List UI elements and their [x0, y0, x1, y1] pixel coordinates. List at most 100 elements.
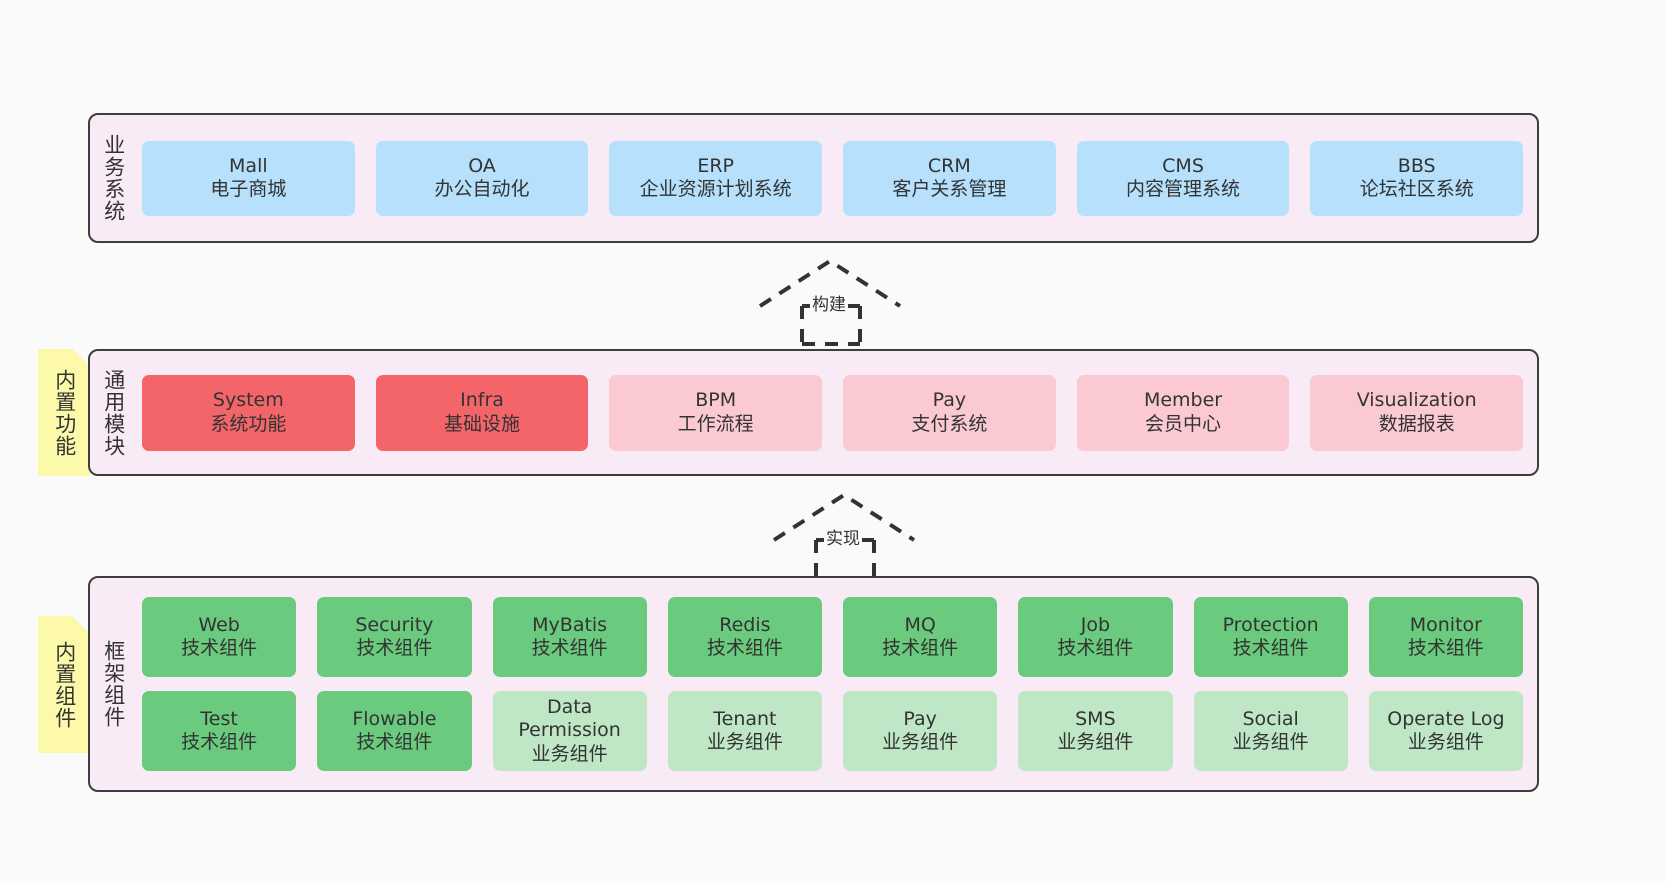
arrow-implement: 实现: [766, 490, 926, 580]
card-title: Protection: [1222, 613, 1319, 636]
card-title: Pay: [932, 389, 967, 412]
layer-body-common-modules: System 系统功能 Infra 基础设施 BPM 工作流程 Pay 支付系统…: [136, 351, 1537, 474]
card-title: ERP: [697, 154, 735, 177]
card-tenant[interactable]: Tenant 业务组件: [667, 691, 822, 771]
card-mybatis[interactable]: MyBatis 技术组件: [492, 597, 647, 677]
card-title: Security: [355, 613, 434, 636]
card-subtitle: 业务组件: [1407, 731, 1484, 753]
note-builtin-function: 内置功能: [38, 349, 90, 476]
layer-label-business-system: 业务系统: [101, 134, 126, 222]
layer-body-framework-components: Web 技术组件 Security 技术组件 MyBatis 技术组件 Redi…: [136, 578, 1537, 790]
card-visualization[interactable]: Visualization 数据报表: [1310, 374, 1524, 451]
arrow-implement-label: 实现: [824, 524, 862, 549]
card-pay-module[interactable]: Pay 支付系统: [843, 374, 1056, 451]
card-title: OA: [468, 154, 496, 177]
card-subtitle: 会员中心: [1145, 412, 1222, 435]
card-subtitle: 业务组件: [1057, 731, 1134, 753]
card-operate-log[interactable]: Operate Log 业务组件: [1368, 691, 1523, 771]
card-title: Pay: [903, 707, 937, 730]
card-subtitle: 技术组件: [1232, 637, 1309, 659]
card-subtitle: 业务组件: [706, 731, 783, 753]
card-subtitle: 技术组件: [531, 637, 608, 659]
card-subtitle: 支付系统: [911, 412, 988, 435]
card-flowable[interactable]: Flowable 技术组件: [317, 691, 472, 771]
card-protection[interactable]: Protection 技术组件: [1193, 597, 1348, 677]
card-mall[interactable]: Mall 电子商城: [142, 140, 355, 216]
card-row: Test 技术组件 Flowable 技术组件 Data Permission …: [142, 691, 1523, 771]
layer-business-system: 业务系统 Mall 电子商城 OA 办公自动化 ERP 企业资源计划系统 CRM…: [88, 113, 1539, 243]
note-builtin-function-label: 内置功能: [52, 368, 77, 457]
card-sms[interactable]: SMS 业务组件: [1018, 691, 1173, 771]
card-subtitle: 工作流程: [677, 412, 754, 435]
card-crm[interactable]: CRM 客户关系管理: [843, 140, 1056, 216]
card-title: Infra: [460, 389, 504, 412]
card-security[interactable]: Security 技术组件: [317, 597, 472, 677]
card-title: Visualization: [1356, 389, 1477, 412]
card-infra[interactable]: Infra 基础设施: [375, 374, 589, 451]
card-subtitle: 客户关系管理: [892, 178, 1007, 200]
card-title: Member: [1143, 389, 1223, 412]
card-cms[interactable]: CMS 内容管理系统: [1076, 140, 1290, 216]
card-title: MQ: [904, 613, 936, 636]
card-bpm[interactable]: BPM 工作流程: [609, 374, 823, 451]
card-subtitle: 企业资源计划系统: [639, 178, 792, 200]
card-title: Operate Log: [1387, 707, 1505, 730]
card-subtitle: 技术组件: [181, 731, 258, 753]
card-subtitle: 内容管理系统: [1126, 178, 1241, 200]
card-title: CMS: [1162, 154, 1204, 177]
card-title: MyBatis: [532, 613, 608, 636]
card-title: Data Permission: [518, 696, 621, 742]
card-title: Monitor: [1409, 613, 1482, 636]
card-redis[interactable]: Redis 技术组件: [667, 597, 822, 677]
card-title: BBS: [1397, 154, 1436, 177]
card-subtitle: 电子商城: [210, 178, 287, 200]
card-title: Tenant: [713, 707, 777, 730]
arrow-build-label: 构建: [810, 290, 848, 315]
card-title: Job: [1080, 613, 1111, 636]
card-oa[interactable]: OA 办公自动化: [375, 140, 589, 216]
card-test[interactable]: Test 技术组件: [142, 691, 297, 771]
card-subtitle: 业务组件: [531, 742, 608, 765]
card-job[interactable]: Job 技术组件: [1018, 597, 1173, 677]
card-subtitle: 技术组件: [1407, 637, 1484, 659]
card-pay-component[interactable]: Pay 业务组件: [843, 691, 998, 771]
card-web[interactable]: Web 技术组件: [142, 597, 297, 677]
card-subtitle: 办公自动化: [434, 178, 530, 200]
card-system[interactable]: System 系统功能: [142, 374, 355, 451]
card-title: Test: [200, 707, 238, 730]
note-builtin-component-label: 内置组件: [52, 640, 77, 729]
card-subtitle: 业务组件: [1232, 731, 1309, 753]
card-title: Mall: [229, 154, 268, 177]
card-data-permission[interactable]: Data Permission 业务组件: [492, 691, 647, 771]
card-subtitle: 技术组件: [181, 637, 258, 659]
card-social[interactable]: Social 业务组件: [1193, 691, 1348, 771]
card-subtitle: 基础设施: [444, 412, 521, 435]
card-title: Flowable: [352, 707, 437, 730]
card-row: System 系统功能 Infra 基础设施 BPM 工作流程 Pay 支付系统…: [142, 374, 1524, 451]
card-mq[interactable]: MQ 技术组件: [843, 597, 998, 677]
card-member[interactable]: Member 会员中心: [1076, 374, 1290, 451]
card-row: Web 技术组件 Security 技术组件 MyBatis 技术组件 Redi…: [142, 597, 1523, 677]
card-subtitle: 技术组件: [356, 731, 433, 753]
card-subtitle: 技术组件: [706, 637, 783, 659]
card-erp[interactable]: ERP 企业资源计划系统: [609, 140, 823, 216]
card-title: System: [212, 389, 284, 412]
card-subtitle: 技术组件: [356, 637, 433, 659]
card-subtitle: 业务组件: [882, 731, 959, 753]
layer-body-business-system: Mall 电子商城 OA 办公自动化 ERP 企业资源计划系统 CRM 客户关系…: [136, 115, 1537, 241]
arrow-build: 构建: [752, 256, 912, 346]
note-builtin-component: 内置组件: [38, 616, 90, 753]
card-title: SMS: [1075, 707, 1116, 730]
card-title: Redis: [719, 613, 771, 636]
card-title: Web: [198, 613, 240, 636]
card-bbs[interactable]: BBS 论坛社区系统: [1310, 140, 1524, 216]
layer-label-framework-components: 框架组件: [101, 640, 126, 728]
card-monitor[interactable]: Monitor 技术组件: [1368, 597, 1523, 677]
card-title: BPM: [695, 389, 737, 412]
card-subtitle: 系统功能: [210, 412, 287, 435]
card-subtitle: 技术组件: [882, 637, 959, 659]
card-subtitle: 技术组件: [1057, 637, 1134, 659]
card-title: Social: [1242, 707, 1299, 730]
layer-framework-components: 框架组件 Web 技术组件 Security 技术组件 MyBatis 技术组件…: [88, 576, 1539, 792]
